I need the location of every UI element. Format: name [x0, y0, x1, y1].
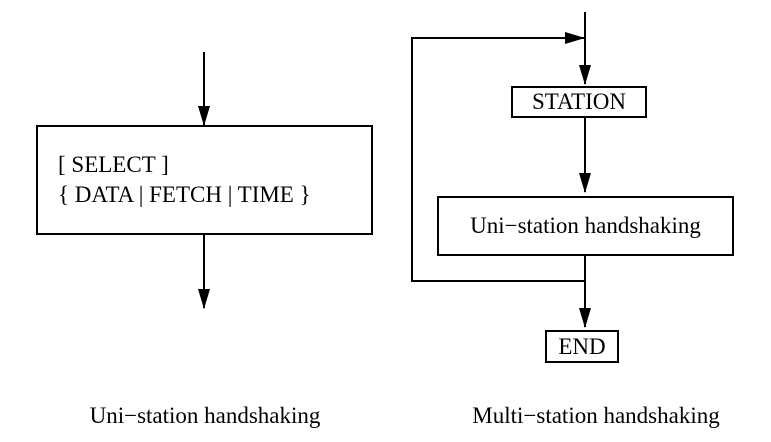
end-box: END	[545, 330, 619, 363]
end-box-label: END	[558, 334, 606, 359]
select-box-line1: [ SELECT ]	[58, 152, 169, 177]
station-box-label: STATION	[532, 89, 626, 114]
uni-station-handshaking-box-label: Uni−station handshaking	[470, 213, 701, 238]
select-box-line2: { DATA | FETCH | TIME }	[58, 182, 311, 207]
station-box: STATION	[511, 86, 647, 118]
loopback-line	[411, 32, 585, 282]
right-flow-caption: Multi−station handshaking	[472, 403, 720, 428]
uni-station-handshaking-box: Uni−station handshaking	[437, 196, 734, 256]
left-flow-caption: Uni−station handshaking	[89, 403, 321, 428]
select-box: [ SELECT ] { DATA | FETCH | TIME }	[36, 125, 373, 235]
